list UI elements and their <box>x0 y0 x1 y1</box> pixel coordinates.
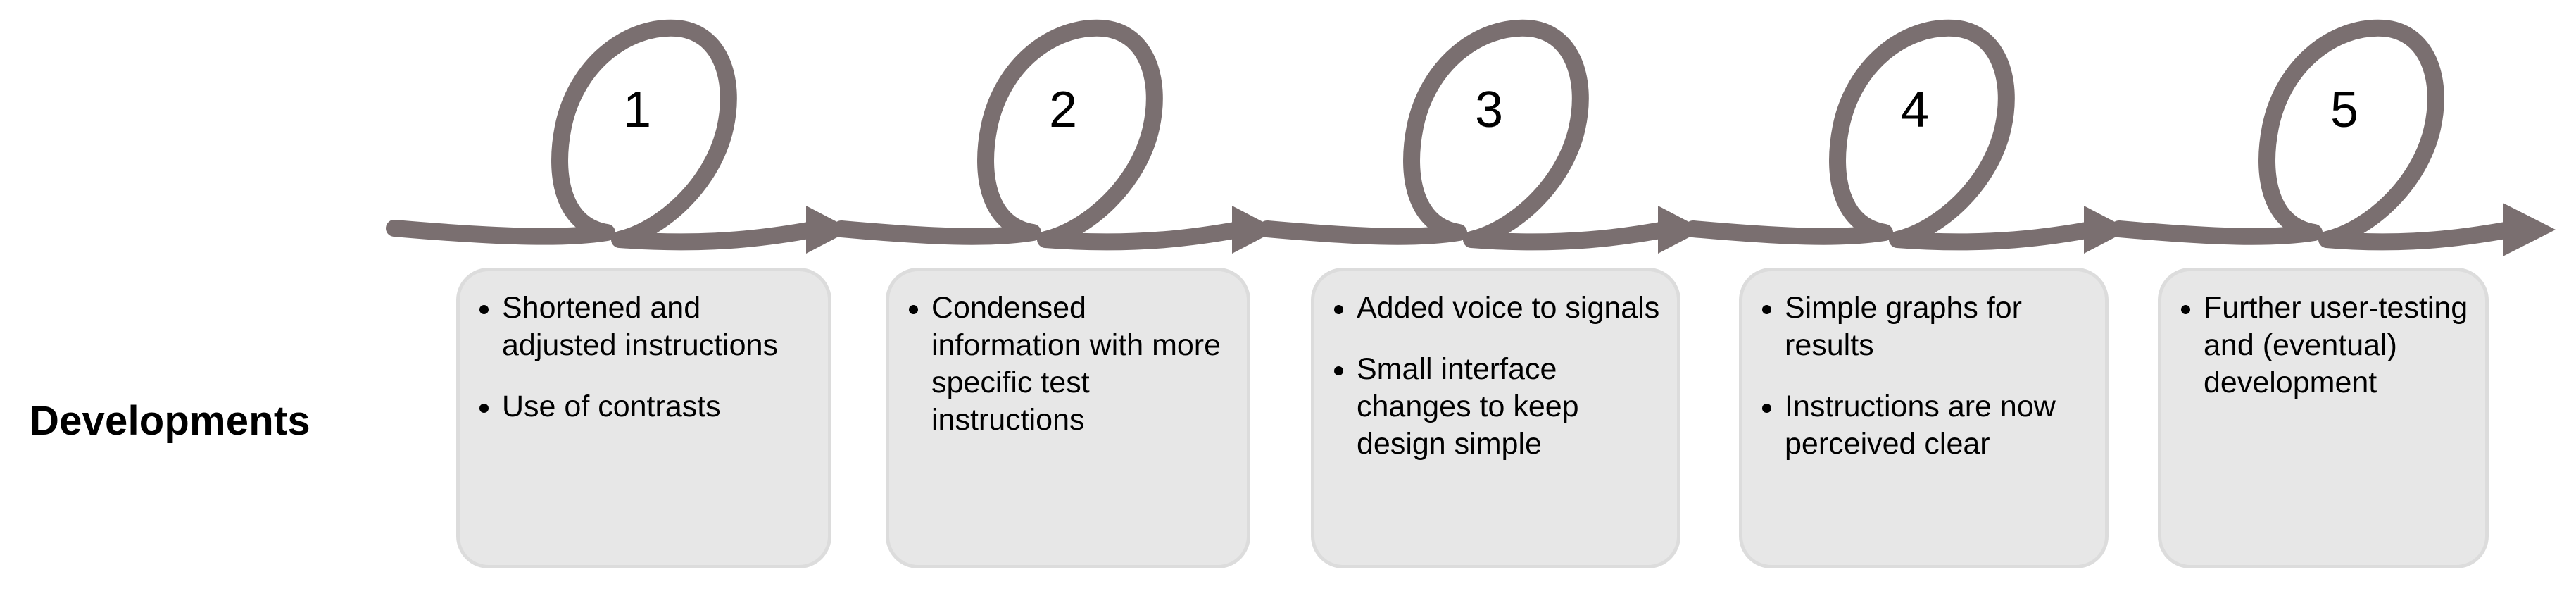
development-card-2[interactable]: Condensed information with more specific… <box>886 268 1250 568</box>
step-number-2: 2 <box>1048 82 1078 138</box>
bullet-dot-icon <box>1762 404 1771 414</box>
list-item: Added voice to signals <box>1333 290 1660 327</box>
arrow-right-icon-4 <box>2084 206 2130 254</box>
bullet-list: Shortened and adjusted instructions Use … <box>478 290 811 425</box>
list-item: Use of contrasts <box>478 388 811 425</box>
list-item-text: Shortened and adjusted instructions <box>502 291 778 362</box>
bullet-dot-icon <box>479 404 489 414</box>
bullet-dot-icon <box>1334 305 1343 315</box>
bullet-list: Condensed information with more specific… <box>907 290 1230 439</box>
development-card-5[interactable]: Further user-testing and (eventual) deve… <box>2158 268 2489 568</box>
bullet-dot-icon <box>1762 305 1771 315</box>
bullet-list: Further user-testing and (eventual) deve… <box>2180 290 2468 402</box>
list-item-text: Instructions are now perceived clear <box>1785 389 2056 461</box>
list-item-text: Simple graphs for results <box>1785 291 2022 362</box>
arrow-right-icon-1 <box>806 206 852 254</box>
list-item: Further user-testing and (eventual) deve… <box>2180 290 2468 402</box>
development-card-4[interactable]: Simple graphs for results Instructions a… <box>1739 268 2109 568</box>
bullet-list: Simple graphs for results Instructions a… <box>1761 290 2088 463</box>
step-number-5: 5 <box>2330 82 2359 138</box>
timeline-loops-and-line <box>386 19 2556 256</box>
list-item-text: Small interface changes to keep design s… <box>1357 352 1579 461</box>
list-item: Instructions are now perceived clear <box>1761 388 2088 463</box>
list-item-text: Added voice to signals <box>1357 291 1660 325</box>
list-item-text: Condensed information with more specific… <box>931 291 1221 437</box>
page-title: Developments <box>30 398 310 444</box>
arrow-right-icon-3 <box>1658 206 1704 254</box>
bullet-dot-icon <box>1334 366 1343 376</box>
list-item-text: Use of contrasts <box>502 389 721 423</box>
step-number-1: 1 <box>622 82 652 138</box>
bullet-dot-icon <box>909 305 918 315</box>
arrow-right-icon-5 <box>2503 203 2556 256</box>
step-number-3: 3 <box>1474 82 1504 138</box>
list-item-text: Further user-testing and (eventual) deve… <box>2204 291 2468 399</box>
arrow-right-icon-2 <box>1232 206 1278 254</box>
bullet-dot-icon <box>479 305 489 315</box>
development-card-1[interactable]: Shortened and adjusted instructions Use … <box>456 268 831 568</box>
development-card-3[interactable]: Added voice to signals Small interface c… <box>1311 268 1680 568</box>
bullet-list: Added voice to signals Small interface c… <box>1333 290 1660 463</box>
bullet-dot-icon <box>2181 305 2190 315</box>
list-item: Small interface changes to keep design s… <box>1333 351 1660 463</box>
step-number-4: 4 <box>1900 82 1930 138</box>
list-item: Condensed information with more specific… <box>907 290 1230 439</box>
list-item: Simple graphs for results <box>1761 290 2088 364</box>
list-item: Shortened and adjusted instructions <box>478 290 811 364</box>
